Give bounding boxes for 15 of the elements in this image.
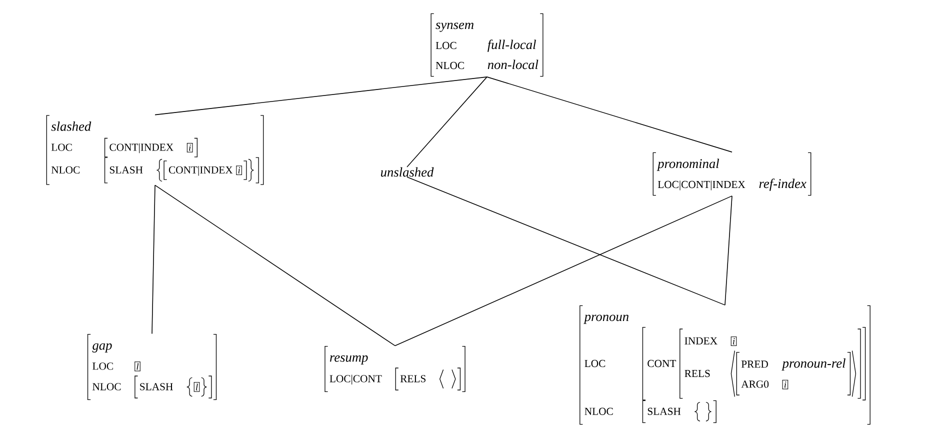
feature-matrix: resump LOC|CONT RELS [324,346,466,392]
feature-matrix: synsem LOC full-local NLOC non-local [430,13,544,77]
tree-line [152,184,156,334]
tree-line [406,176,726,306]
feature-matrix: slashed LOC CONT|INDEX i NLOC SLASH CONT|INDEX i [46,115,264,185]
type-label: unslashed [381,167,434,177]
tree-line [486,76,732,152]
tree-line [406,76,488,168]
tree-line [724,196,732,306]
feature-matrix: gap LOC l NLOC SLASH l [87,334,217,400]
tree-line [394,196,732,346]
feature-matrix: pronoun LOC CONT INDEX i RELS PRED pronoun-rel ARG0 i NLOC SLASH [580,305,870,425]
tree-line [154,184,396,346]
feature-matrix: pronominal LOC|CONT|INDEX ref-index [652,152,812,196]
tree-line [154,76,488,116]
